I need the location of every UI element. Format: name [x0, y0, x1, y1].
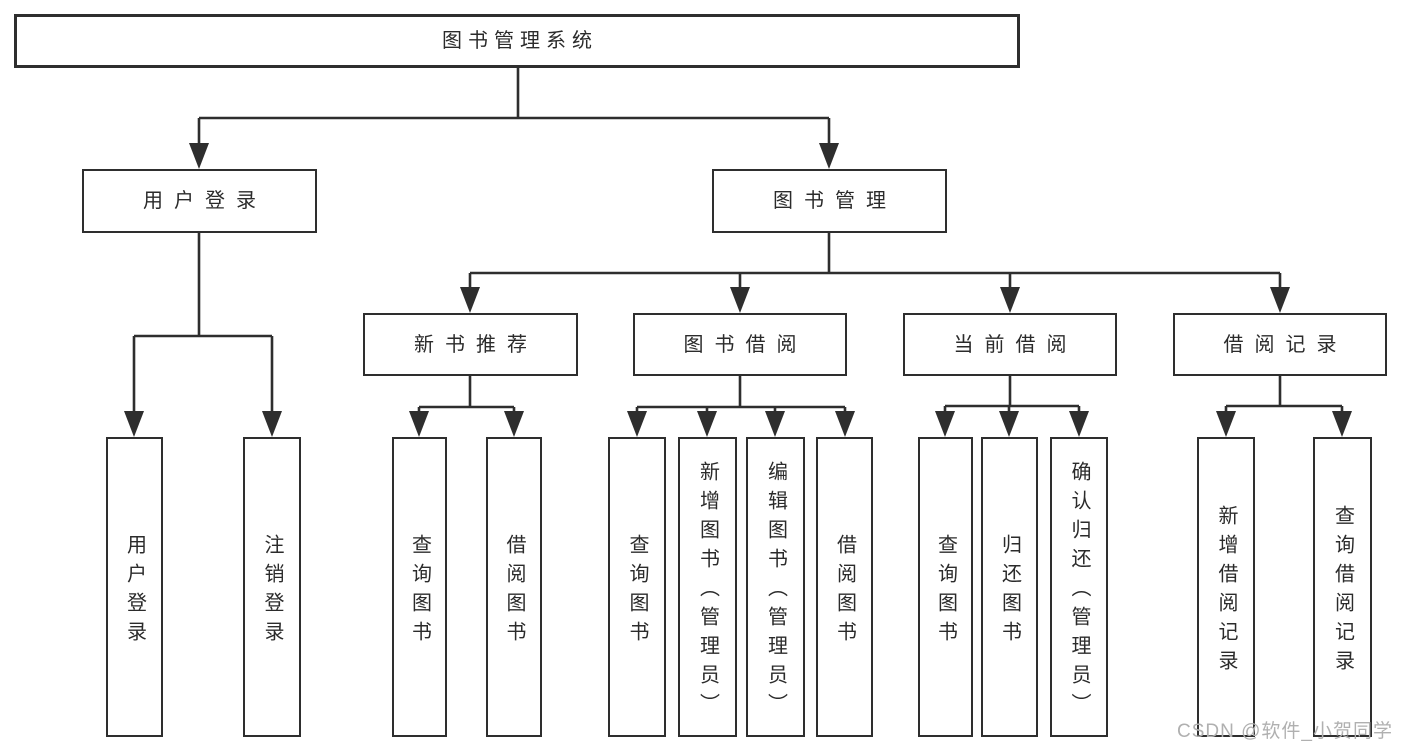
node-leaf-bb-add-books: 新增图书（管理员）: [678, 437, 737, 737]
node-leaf-user-login: 用户登录: [106, 437, 163, 737]
node-leaf-cb-query-books: 查询图书: [918, 437, 973, 737]
connector-book-mgmt-to-level3: [460, 233, 1290, 313]
node-leaf-cb-confirm-return-label: 确认归还（管理员）: [1068, 461, 1090, 722]
node-borrow-records-label: 借阅记录: [1223, 333, 1348, 356]
node-new-book-rec: 新书推荐: [363, 313, 578, 376]
node-leaf-rec-borrow-books-label: 借阅图书: [503, 533, 525, 650]
node-borrow-records: 借阅记录: [1173, 313, 1387, 376]
node-new-book-rec-label: 新书推荐: [414, 333, 538, 356]
node-leaf-user-login-label: 用户登录: [123, 533, 146, 650]
node-leaf-rec-query-books: 查询图书: [392, 437, 447, 737]
connector-root-to-level2: [189, 68, 839, 169]
node-book-mgmt-group-label: 图书管理: [773, 190, 897, 212]
node-leaf-bb-add-books-label: 新增图书（管理员）: [696, 461, 719, 722]
connector-borrow-records-to-leaves: [1216, 376, 1352, 437]
node-user-login-group-label: 用户登录: [143, 190, 267, 212]
node-leaf-cb-return-books-label: 归还图书: [998, 533, 1021, 650]
node-root-label: 图书管理系统: [442, 30, 598, 52]
connector-user-login-to-leaves: [124, 233, 282, 437]
node-leaf-rec-borrow-books: 借阅图书: [486, 437, 542, 737]
node-leaf-rec-query-books-label: 查询图书: [408, 533, 431, 650]
node-current-borrow: 当前借阅: [903, 313, 1117, 376]
node-user-login-group: 用户登录: [82, 169, 317, 233]
connector-book-borrow-to-leaves: [627, 376, 855, 437]
csdn-watermark: CSDN @软件_小贺同学: [1177, 721, 1393, 742]
node-leaf-logout: 注销登录: [243, 437, 301, 737]
node-leaf-bb-query-books: 查询图书: [608, 437, 666, 737]
node-leaf-bb-edit-books: 编辑图书（管理员）: [746, 437, 805, 737]
node-leaf-br-add-record: 新增借阅记录: [1197, 437, 1255, 737]
node-book-borrow-label: 图书借阅: [683, 333, 808, 356]
node-current-borrow-label: 当前借阅: [953, 333, 1078, 356]
node-leaf-bb-edit-books-label: 编辑图书（管理员）: [764, 461, 787, 722]
node-leaf-br-query-record-label: 查询借阅记录: [1331, 504, 1354, 679]
node-leaf-cb-query-books-label: 查询图书: [934, 533, 957, 650]
node-book-borrow: 图书借阅: [633, 313, 847, 376]
node-leaf-cb-return-books: 归还图书: [981, 437, 1038, 737]
node-leaf-br-query-record: 查询借阅记录: [1313, 437, 1372, 737]
node-root: 图书管理系统: [14, 14, 1020, 68]
node-leaf-cb-confirm-return: 确认归还（管理员）: [1050, 437, 1108, 737]
node-leaf-bb-query-books-label: 查询图书: [626, 533, 648, 650]
connector-new-book-to-leaves: [409, 376, 524, 437]
node-leaf-bb-borrow-books: 借阅图书: [816, 437, 873, 737]
node-leaf-bb-borrow-books-label: 借阅图书: [833, 533, 856, 650]
connector-current-borrow-to-leaves: [935, 376, 1089, 437]
node-leaf-logout-label: 注销登录: [261, 533, 283, 650]
node-leaf-br-add-record-label: 新增借阅记录: [1215, 504, 1237, 679]
node-book-mgmt-group: 图书管理: [712, 169, 947, 233]
